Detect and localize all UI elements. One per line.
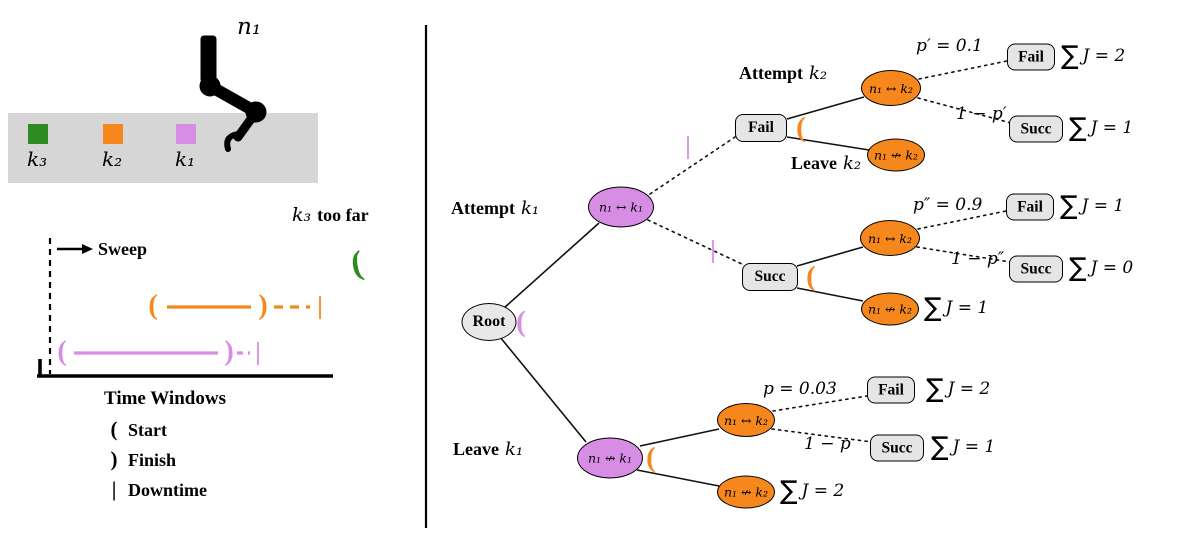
attempt-k2-label: Attempt k₂ — [739, 63, 827, 84]
start-label: Start — [128, 420, 167, 440]
cost-value: J = 0 — [1090, 258, 1134, 278]
cost-value: J = 1 — [1090, 118, 1134, 138]
time-axis — [37, 359, 333, 378]
tree-node-n1-k2-after-succ: n₁ ↔ k₂ — [860, 220, 920, 256]
prob-1-minus-p-double-prime: 1 − p″ — [951, 249, 1005, 269]
object-k2-label: k₂ — [102, 147, 123, 171]
fail-box-attempt-k1: Fail — [735, 114, 787, 142]
object-k2-square — [103, 124, 123, 144]
tree-edges-solid — [499, 96, 870, 487]
attempt-k2-verb: Attempt — [739, 63, 803, 83]
sum-icon: ∑ — [1069, 113, 1087, 143]
tree-node-n1-k2-after-fail: n₁ ↔ k₂ — [861, 70, 921, 106]
k1-window-downtime-marker: | — [255, 338, 261, 366]
tree-node-n1-k1: n₁ ↔ k₁ — [588, 186, 654, 228]
tree-node-n1-k2-after-leave: n₁ ↔ k₂ — [717, 403, 775, 437]
sweep-arrow-icon — [57, 244, 93, 254]
cost-fail-after-leave: ∑ J = 2 — [926, 376, 990, 402]
sweep-label: Sweep — [98, 239, 147, 259]
leave-k1-verb: Leave — [453, 439, 499, 459]
tree-node-n1-not-k2-after-succ: n₁ ↮ k₂ — [861, 292, 919, 326]
attempt-k1-verb: Attempt — [451, 198, 515, 218]
cost-value: J = 2 — [1082, 46, 1126, 66]
leave-k2-obj: k₂ — [842, 153, 862, 174]
object-k3-square — [28, 124, 48, 144]
sum-icon: ∑ — [924, 293, 942, 323]
k3-too-far-label: k₃ too far — [292, 204, 369, 226]
sum-icon: ∑ — [1069, 253, 1087, 283]
cost-value: J = 1 — [945, 298, 989, 318]
cost-leave-after-succ: ∑ J = 1 — [924, 295, 988, 321]
downtime-symbol: | — [111, 477, 117, 501]
downtime-marker-fail-branch: | — [685, 132, 691, 160]
tree-node-n1-not-k2-after-leave: n₁ ↮ k₂ — [717, 475, 775, 509]
fail-leaf-after-fail: Fail — [1007, 43, 1055, 71]
k3-too-far-obj: k₃ — [292, 204, 312, 226]
leave-k2-verb: Leave — [791, 153, 837, 173]
start-marker-after-fail: ( — [796, 111, 806, 144]
tree-node-n1-not-k1: n₁ ↮ k₁ — [577, 437, 643, 479]
attempt-k2-obj: k₂ — [808, 63, 828, 84]
succ-leaf-after-fail: Succ — [1009, 115, 1063, 143]
cost-value: J = 1 — [1081, 196, 1125, 216]
attempt-k1-obj: k₁ — [520, 198, 540, 219]
k2-window-downtime-marker: | — [317, 292, 323, 320]
root-start-marker: ( — [516, 305, 526, 338]
cost-fail-after-fail: ∑ J = 2 — [1061, 43, 1125, 69]
succ-leaf-after-succ: Succ — [1009, 255, 1063, 283]
prob-1-minus-p: 1 − p — [804, 434, 851, 454]
tree-node-root: Root — [461, 303, 517, 341]
workspace-band — [8, 113, 318, 183]
object-k3-label: k₃ — [27, 147, 48, 171]
attempt-k1-label: Attempt k₁ — [451, 198, 539, 219]
cost-value: J = 2 — [801, 481, 845, 501]
succ-box-attempt-k1: Succ — [742, 263, 798, 291]
finish-label: Finish — [128, 450, 177, 470]
legend-downtime: | Downtime — [106, 477, 207, 502]
downtime-label: Downtime — [128, 480, 207, 500]
downtime-marker-succ-branch: | — [710, 236, 716, 264]
sum-icon: ∑ — [926, 374, 944, 404]
cost-leave-after-leave: ∑ J = 2 — [780, 478, 844, 504]
k2-window-start-marker: ( — [148, 290, 158, 321]
object-k1-square — [176, 124, 196, 144]
robot-arm — [199, 35, 267, 152]
start-symbol: ( — [110, 417, 118, 441]
k1-window-start-marker: ( — [57, 336, 67, 367]
k1-window-finish-marker: ) — [224, 336, 234, 367]
k3-too-far-text: too far — [317, 205, 369, 225]
sum-icon: ∑ — [1061, 41, 1079, 71]
cost-value: J = 1 — [952, 437, 996, 457]
succ-leaf-after-leave: Succ — [870, 434, 924, 462]
legend-start: ( Start — [106, 417, 168, 442]
prob-p: p = 0.03 — [763, 379, 837, 399]
sum-icon: ∑ — [1060, 191, 1078, 221]
k2-window-finish-marker: ) — [258, 290, 268, 321]
start-marker-after-leave: ( — [646, 441, 656, 474]
tree-edges-dotted — [647, 60, 1012, 443]
prob-1-minus-p-prime: 1 − p′ — [956, 104, 1007, 124]
finish-symbol: ) — [110, 447, 118, 471]
leave-k1-label: Leave k₁ — [453, 439, 523, 460]
sum-icon: ∑ — [931, 432, 949, 462]
start-marker-after-succ: ( — [806, 260, 816, 293]
fail-leaf-after-succ: Fail — [1006, 193, 1054, 221]
cost-succ-after-leave: ∑ J = 1 — [931, 434, 995, 460]
robot-label: n₁ — [237, 14, 262, 40]
legend-finish: ) Finish — [106, 447, 177, 472]
cost-fail-after-succ: ∑ J = 1 — [1060, 193, 1124, 219]
object-k1-label: k₁ — [175, 147, 196, 171]
tree-node-n1-not-k2-after-fail: n₁ ↮ k₂ — [867, 138, 925, 172]
prob-p-double-prime: p″ = 0.9 — [913, 195, 983, 215]
prob-p-prime: p′ = 0.1 — [916, 36, 983, 56]
time-windows-axis-label: Time Windows — [104, 388, 226, 409]
sum-icon: ∑ — [780, 476, 798, 506]
leave-k2-label: Leave k₂ — [791, 153, 861, 174]
cost-succ-after-succ: ∑ J = 0 — [1069, 255, 1133, 281]
leave-k1-obj: k₁ — [504, 439, 524, 460]
fail-leaf-after-leave: Fail — [867, 376, 915, 404]
cost-succ-after-fail: ∑ J = 1 — [1069, 115, 1133, 141]
cost-value: J = 2 — [947, 379, 991, 399]
